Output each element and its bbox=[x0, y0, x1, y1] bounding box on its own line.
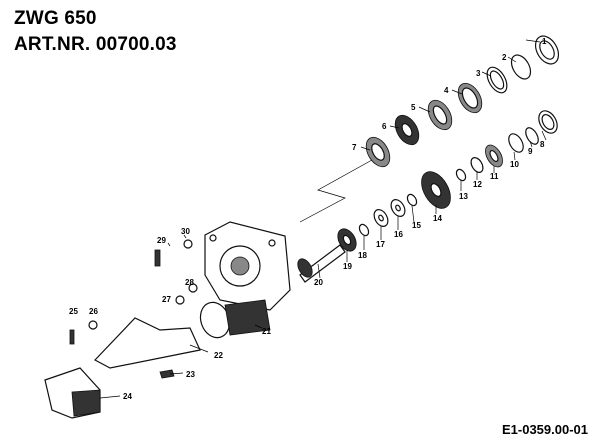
part-7-bearing bbox=[365, 136, 391, 168]
label-part-17: 17 bbox=[376, 240, 385, 249]
part-16-washer bbox=[390, 199, 406, 217]
label-part-12: 12 bbox=[473, 180, 482, 189]
label-part-27: 27 bbox=[162, 295, 171, 304]
part-11-bearing bbox=[485, 144, 503, 168]
label-part-2: 2 bbox=[502, 53, 507, 62]
part-number-labels: 1 2 3 4 5 6 7 8 9 10 11 12 13 14 15 16 1… bbox=[69, 37, 547, 401]
part-30-nut bbox=[183, 239, 193, 249]
part-6-gear bbox=[394, 114, 420, 146]
part-22-bracket bbox=[94, 317, 201, 369]
assembly-guide-line bbox=[299, 159, 373, 223]
label-part-16: 16 bbox=[394, 230, 403, 239]
label-part-13: 13 bbox=[459, 192, 468, 201]
part-14-gear bbox=[421, 171, 451, 209]
label-part-28: 28 bbox=[185, 278, 194, 287]
label-part-21: 21 bbox=[262, 327, 271, 336]
part-8-ring bbox=[538, 110, 558, 134]
part-3-ring bbox=[486, 66, 508, 94]
drawing-reference-code: E1-0359.00-01 bbox=[501, 422, 588, 437]
part-26-nut bbox=[88, 320, 98, 330]
label-part-8: 8 bbox=[540, 140, 545, 149]
part-4-bearing bbox=[457, 82, 483, 114]
label-part-22: 22 bbox=[214, 351, 223, 360]
part-9-ring bbox=[525, 127, 539, 145]
part-18-ring bbox=[358, 223, 370, 237]
label-part-18: 18 bbox=[358, 251, 367, 260]
label-part-30: 30 bbox=[181, 227, 190, 236]
part-19-gear bbox=[337, 228, 357, 252]
part-15-washer bbox=[406, 193, 418, 207]
part-23-clip bbox=[159, 369, 175, 379]
label-part-9: 9 bbox=[528, 147, 533, 156]
part-1-ring bbox=[534, 35, 560, 65]
label-part-25: 25 bbox=[69, 307, 78, 316]
label-part-4: 4 bbox=[444, 86, 449, 95]
label-part-1: 1 bbox=[542, 37, 547, 46]
part-17-washer bbox=[373, 209, 389, 227]
label-part-14: 14 bbox=[433, 214, 442, 223]
label-part-10: 10 bbox=[510, 160, 519, 169]
part-29-bolt bbox=[154, 249, 161, 267]
part-5-bearing bbox=[427, 99, 453, 131]
label-part-7: 7 bbox=[352, 143, 357, 152]
part-24-shield bbox=[44, 367, 101, 419]
label-part-24: 24 bbox=[123, 392, 132, 401]
part-13-bushing bbox=[455, 168, 467, 182]
label-part-23: 23 bbox=[186, 370, 195, 379]
label-part-11: 11 bbox=[490, 172, 499, 181]
label-part-19: 19 bbox=[343, 262, 352, 271]
part-25-bolt bbox=[69, 329, 75, 345]
article-number: ART.NR. 00700.03 bbox=[14, 34, 177, 55]
label-part-5: 5 bbox=[411, 103, 416, 112]
part-20-shaft bbox=[297, 244, 346, 283]
part-21-housing-flange bbox=[199, 299, 271, 339]
part-10-ring bbox=[508, 133, 524, 153]
part-2-ring bbox=[510, 54, 532, 80]
part-28-nut bbox=[188, 283, 198, 293]
label-part-6: 6 bbox=[382, 122, 387, 131]
gear-housing bbox=[204, 221, 291, 311]
label-part-29: 29 bbox=[157, 236, 166, 245]
label-part-3: 3 bbox=[476, 69, 481, 78]
label-part-26: 26 bbox=[89, 307, 98, 316]
label-part-20: 20 bbox=[314, 278, 323, 287]
leader-lines bbox=[99, 39, 547, 399]
part-27-nut bbox=[175, 295, 185, 305]
part-12-ring bbox=[470, 157, 484, 173]
label-part-15: 15 bbox=[412, 221, 421, 230]
diagram-title: ZWG 650 bbox=[14, 8, 97, 29]
